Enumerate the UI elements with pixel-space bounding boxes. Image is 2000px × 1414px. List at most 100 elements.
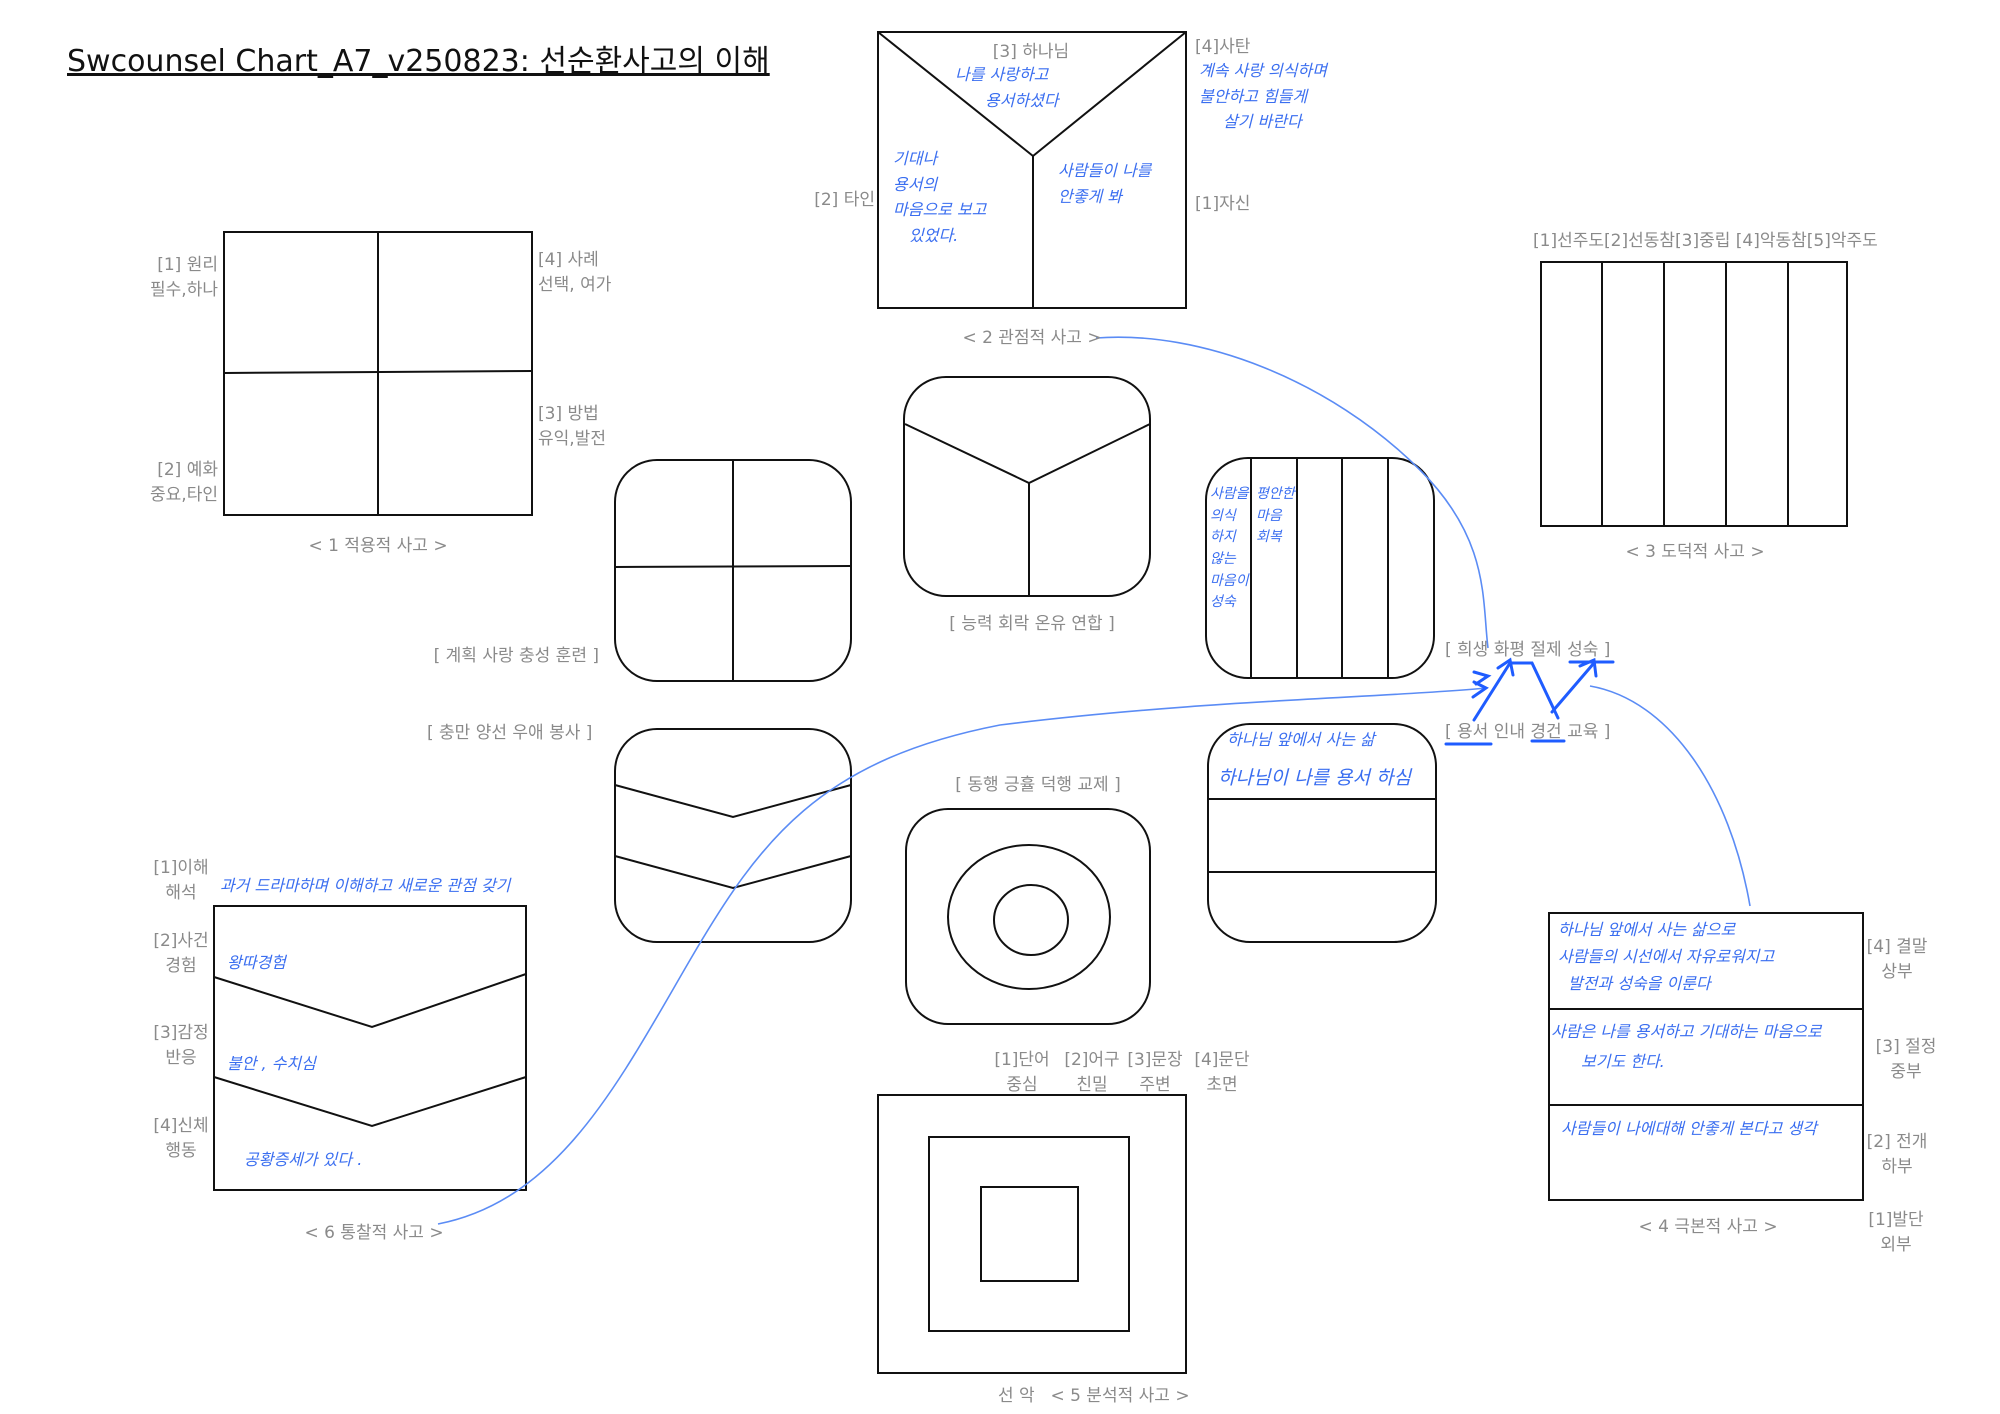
chart3-columns-box [1540, 261, 1848, 527]
chart5-phrase-label: [2]어구 친밀 [1064, 1048, 1119, 1097]
handwriting-rows-line1: 하나님 앞에서 사는 삶 [1227, 730, 1375, 749]
handwriting-body: 공황증세가 있다 . [244, 1150, 363, 1169]
chart1-principle-label: [1] 원리 필수,하나 [150, 253, 218, 302]
label-line: [2] 예화 [157, 460, 218, 480]
note-line: 불안하고 힘들게 [1199, 86, 1308, 106]
chart2-satan-label: [4]사탄 [1195, 37, 1251, 57]
label-line: 상부 [1881, 961, 1913, 982]
label-line: 외부 [1880, 1234, 1912, 1255]
handwriting-chart4-top: 하나님 앞에서 사는 삶으로 사람들의 시선에서 자유로워지고 발전과 성숙을 … [1558, 916, 1774, 998]
label-line: [3]문장 [1127, 1050, 1183, 1070]
label-line: [1] 원리 [157, 255, 218, 275]
virtues-forgiveness: [ 용서 인내 경건 교육 ] [1445, 722, 1611, 742]
label-line: 초면 [1206, 1074, 1238, 1095]
note-line: 사람을 [1210, 486, 1249, 502]
chart1-method-label: [3] 방법 유익,발전 [538, 402, 606, 451]
chart4-ending-label: [4] 결말 상부 [1867, 935, 1928, 984]
note-line: 살기 바란다 [1223, 112, 1302, 132]
chart6-emotion-label: [3]감정 반응 [153, 1021, 208, 1070]
chart6-caption: < 6 통찰적 사고 > [304, 1223, 444, 1243]
note-line: 나를 사랑하고 [955, 65, 1049, 84]
note-line: 용서하셨다 [985, 90, 1059, 110]
handwriting-satan-note: 계속 사랑 의식하며 불안하고 힘들게 살기 바란다 [1199, 58, 1327, 135]
label-line: [2] 전개 [1866, 1132, 1928, 1152]
rounded-circles-icon [905, 808, 1151, 1025]
chart5-nested-squares [877, 1094, 1187, 1374]
label-line: 주변 [1139, 1074, 1171, 1095]
virtues-sacrifice: [ 희생 화평 절제 성숙 ] [1445, 640, 1611, 660]
label-line: [3] 절정 [1875, 1037, 1937, 1057]
chart5-word-label: [1]단어 중심 [994, 1048, 1049, 1097]
chart4-development-label: [2] 전개 하부 [1867, 1130, 1928, 1179]
handwriting-god-note: 나를 사랑하고 용서하셨다 [955, 62, 1059, 113]
label-line: 중부 [1890, 1061, 1922, 1082]
label-line: [1]이해 [153, 858, 209, 878]
note-line: 회복 [1256, 529, 1282, 546]
label-line: 친밀 [1076, 1074, 1108, 1095]
virtue-zigzag-arrow [1444, 657, 1615, 746]
label-line: [4] 사례 [538, 250, 599, 270]
note-line: 사람은 나를 용서하고 기대하는 마음으로 [1551, 1022, 1822, 1041]
note-line: 보기도 한다. [1581, 1052, 1665, 1072]
rounded-columns-icon [1205, 457, 1435, 679]
note-line: 마음 [1256, 507, 1282, 524]
chart6-body-label: [4]신체 행동 [153, 1114, 208, 1163]
chart2-other-label: [2] 타인 [814, 190, 875, 210]
connector-chart4-to-virtues [1589, 685, 1751, 907]
handwriting-chart4-middle: 사람은 나를 용서하고 기대하는 마음으로 보기도 한다. [1551, 1017, 1822, 1078]
label-line: [3] 방법 [538, 404, 599, 424]
label-line: [3]감정 [153, 1023, 209, 1043]
handwriting-rows-line2: 하나님이 나를 용서 하심 [1218, 767, 1411, 789]
note-line: 사람들의 시선에서 자유로워지고 [1558, 947, 1775, 967]
page-title: Swcounsel Chart_A7_v250823: 선순환사고의 이해 [67, 44, 770, 79]
label-line: 반응 [165, 1047, 197, 1068]
note-line: 안좋게 봐 [1058, 186, 1122, 206]
handwriting-event: 왕따경험 [227, 953, 286, 972]
virtues-fellowship: [ 동행 긍휼 덕행 교제 ] [955, 775, 1121, 795]
label-line: [4] 결말 [1866, 937, 1928, 957]
note-line: 있었다. [909, 225, 959, 245]
note-line: 의식 [1210, 507, 1236, 524]
virtues-fullness: [ 충만 양선 우애 봉사 ] [427, 723, 593, 743]
label-line: [4]문단 [1194, 1050, 1250, 1070]
note-line: 않는 [1210, 551, 1236, 568]
chart4-beginning-label: [1]발단 외부 [1868, 1208, 1923, 1257]
handwriting-emotion: 불안 , 수치심 [227, 1054, 316, 1073]
chart2-y-box [877, 31, 1187, 309]
label-line: 경험 [165, 955, 197, 976]
chart1-case-label: [4] 사례 선택, 여가 [538, 248, 611, 297]
handwriting-columns-col1: 사람을 의식 하지 않는 마음이 성숙 [1210, 484, 1249, 614]
chart2-god-label: [3] 하나님 [992, 42, 1070, 62]
label-line: 해석 [165, 882, 197, 903]
note-line: 발전과 성숙을 이룬다 [1568, 974, 1711, 994]
label-line: 중요,타인 [150, 484, 218, 505]
note-line: 평안한 [1256, 486, 1295, 502]
chart1-caption: < 1 적용적 사고 > [308, 536, 448, 556]
chart5-good-evil-label: 선 악 [998, 1386, 1035, 1406]
chart1-grid-box [223, 231, 533, 516]
handwriting-understanding: 과거 드라마하며 이해하고 새로운 관점 갖기 [220, 876, 511, 895]
label-line: 유익,발전 [538, 428, 606, 449]
chart5-sentence-label: [3]문장 주변 [1127, 1048, 1182, 1097]
label-line: 필수,하나 [150, 279, 218, 300]
chart3-header: [1]선주도[2]선동참[3]중립 [4]악동참[5]악주도 [1533, 231, 1878, 251]
chart2-self-label: [1]자신 [1195, 194, 1251, 214]
note-line: 마음으로 보고 [893, 200, 987, 220]
chart6-understanding-label: [1]이해 해석 [153, 856, 208, 905]
chart5-paragraph-label: [4]문단 초면 [1194, 1048, 1249, 1097]
label-line: [2]사건 [153, 931, 209, 951]
handwriting-columns-col2: 평안한 마음 회복 [1256, 484, 1295, 549]
label-line: [1]발단 [1868, 1210, 1924, 1230]
rounded-y-icon [903, 376, 1151, 597]
rounded-cross-icon [614, 459, 852, 682]
rounded-chevron-icon [614, 728, 852, 943]
chart2-caption: < 2 관점적 사고 > [962, 328, 1102, 348]
note-line: 하나님 앞에서 사는 삶으로 [1558, 920, 1736, 939]
label-line: 선택, 여가 [538, 274, 612, 295]
note-line: 하지 [1210, 529, 1236, 546]
connector-chart6-to-virtues [437, 687, 1488, 1225]
handwriting-other-note: 기대나 용서의 마음으로 보고 있었다. [893, 146, 986, 248]
label-line: 행동 [165, 1140, 197, 1161]
chart4-caption: < 4 극본적 사고 > [1638, 1217, 1778, 1237]
